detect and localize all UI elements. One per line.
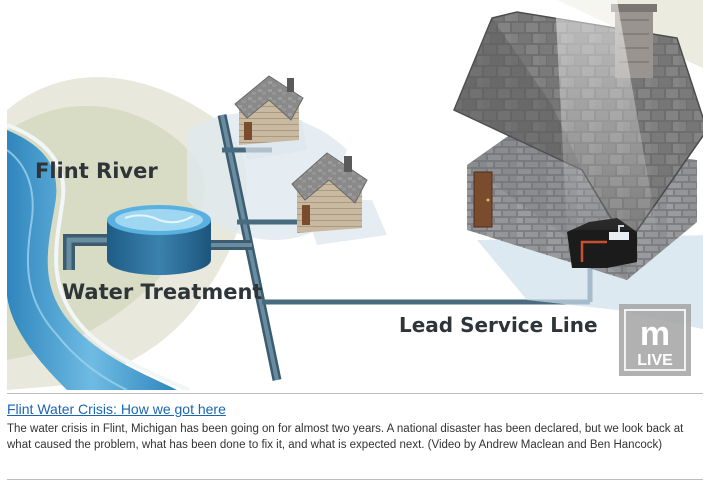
logo-mark: m bbox=[640, 315, 670, 353]
lead-pipe bbox=[580, 240, 607, 262]
label-flint-river: Flint River bbox=[35, 159, 158, 183]
label-water-treatment: Water Treatment bbox=[62, 280, 262, 304]
flint-water-illustration: Flint River Water Treatment Lead Service… bbox=[7, 0, 703, 390]
logo-wordmark: LIVE bbox=[637, 352, 673, 369]
video-title-link[interactable]: Flint Water Crisis: How we got here bbox=[7, 401, 226, 417]
mlive-logo: m LIVE bbox=[619, 304, 691, 376]
video-player[interactable]: Flint River Water Treatment Lead Service… bbox=[7, 0, 703, 390]
caption-divider-bottom bbox=[7, 479, 703, 480]
small-house-top bbox=[234, 75, 307, 160]
caption-divider-top bbox=[7, 393, 703, 394]
video-description: The water crisis in Flint, Michigan has … bbox=[7, 423, 684, 451]
small-house-middle bbox=[291, 152, 387, 245]
label-lead-service-line: Lead Service Line bbox=[399, 313, 598, 337]
water-treatment-tank bbox=[107, 205, 211, 275]
